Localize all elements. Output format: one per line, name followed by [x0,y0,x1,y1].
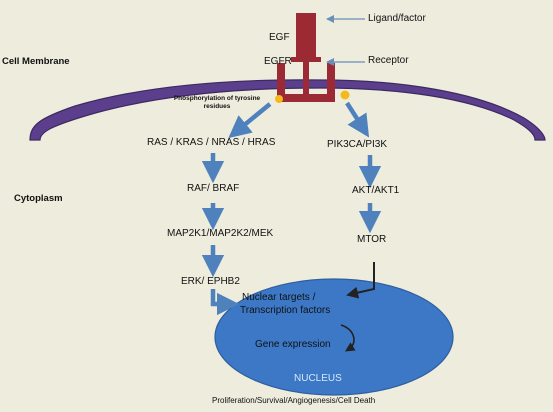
outcome-label: Proliferation/Survival/Angiogenesis/Cell… [212,396,376,405]
ligand-factor-label: Ligand/factor [368,13,426,24]
phospho-dot-left [275,95,283,103]
egfr-receptor [277,57,335,102]
ras-node: RAS / KRAS / NRAS / HRAS [147,137,276,148]
nucleus-shape [214,278,454,396]
gene-expression-label: Gene expression [255,339,331,350]
phosphorylation-label-line2: residues [203,103,231,110]
raf-node: RAF/ BRAF [187,183,240,194]
arrow-receptor-to-ras [228,102,272,139]
akt-node: AKT/AKT1 [352,185,400,196]
cytoplasm-label: Cytoplasm [14,193,63,204]
phosphorylation-label-line1: Phosphorylation of tyrosine [173,95,261,102]
cell-membrane-label: Cell Membrane [2,56,70,67]
cell-membrane [29,79,546,141]
phospho-dot-right [340,90,350,100]
arrow-erk-to-nuclear-targets [210,289,240,316]
egfr-label: EGFR [264,56,292,67]
phosphorylation-label: Phosphorylation of tyrosine residues [158,95,276,111]
erk-node: ERK/ EPHB2 [181,276,240,287]
pik3ca-node: PIK3CA/PI3K [327,139,388,150]
receptor-label: Receptor [368,55,409,66]
nucleus-label: NUCLEUS [294,373,342,384]
egf-label: EGF [269,32,290,43]
map2k-node: MAP2K1/MAP2K2/MEK [167,228,274,239]
arrow-mtor-to-nuclear-targets [346,262,375,299]
egf-ligand [296,13,316,57]
nuclear-targets-line1: Nuclear targets / [242,292,316,303]
arrow-receptor-to-pik3ca [345,101,370,138]
nuclear-targets-line2: Transcription factors [240,305,331,316]
arrow-transcription-to-gene-expression [340,324,356,352]
mtor-node: MTOR [357,234,387,245]
